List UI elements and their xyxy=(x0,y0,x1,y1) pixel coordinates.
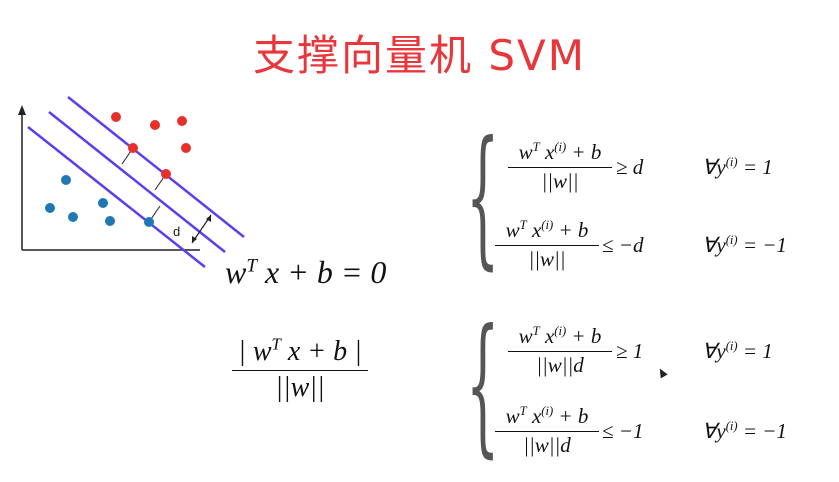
class-b-point xyxy=(61,175,71,185)
system2-row1-relation: ≥ 1 xyxy=(616,339,644,363)
system2-row1-fraction: wT x(i) + b ||w||d xyxy=(508,324,612,378)
class-a-support-vector xyxy=(128,143,138,153)
distance-denominator: ||w|| xyxy=(275,372,325,403)
system1-row2-condition: ∀y(i) = −1 xyxy=(702,233,787,257)
brace-system-2: { xyxy=(466,298,500,472)
system1-row1-relation: ≥ d xyxy=(616,155,644,179)
class-b-point xyxy=(45,203,55,213)
class-b-point xyxy=(68,212,78,222)
class-a-support-vector xyxy=(161,169,171,179)
fraction-bar xyxy=(232,370,368,371)
page-title: 支撑向量机 SVM xyxy=(253,31,586,80)
class-a-point xyxy=(177,116,187,126)
class-a-point xyxy=(181,143,191,153)
decision-boundary xyxy=(48,111,226,253)
boundary-lower xyxy=(27,126,206,268)
system2-row1-condition: ∀y(i) = 1 xyxy=(702,339,773,363)
system1-row1-condition: ∀y(i) = 1 xyxy=(702,155,773,179)
system1-row2-relation: ≤ −d xyxy=(602,233,644,257)
system2-row2-relation: ≤ −1 xyxy=(602,419,644,443)
system1-row2-fraction: wT x(i) + b ||w|| xyxy=(495,218,599,272)
margin-arrowhead xyxy=(192,236,197,243)
class-a-point xyxy=(150,120,160,130)
distance-numerator: | wT x + b | xyxy=(238,334,362,367)
system1-row1-fraction: wT x(i) + b ||w|| xyxy=(508,140,612,194)
class-b-support-vector xyxy=(144,217,154,227)
system2-row2-condition: ∀y(i) = −1 xyxy=(702,419,787,443)
hyperplane-equation: wT x + b = 0 xyxy=(225,254,387,290)
system2-row2-fraction: wT x(i) + b ||w||d xyxy=(495,404,599,458)
margin-arrowhead xyxy=(206,215,211,222)
class-b-point xyxy=(98,198,108,208)
class-a-point xyxy=(111,112,121,122)
y-axis-arrow xyxy=(18,105,26,115)
distance-formula: | wT x + b | ||w|| xyxy=(232,336,368,404)
class-b-point xyxy=(105,216,115,226)
margin-label: d xyxy=(173,224,180,239)
boundary-upper xyxy=(67,96,245,238)
brace-system-1: { xyxy=(466,110,500,284)
